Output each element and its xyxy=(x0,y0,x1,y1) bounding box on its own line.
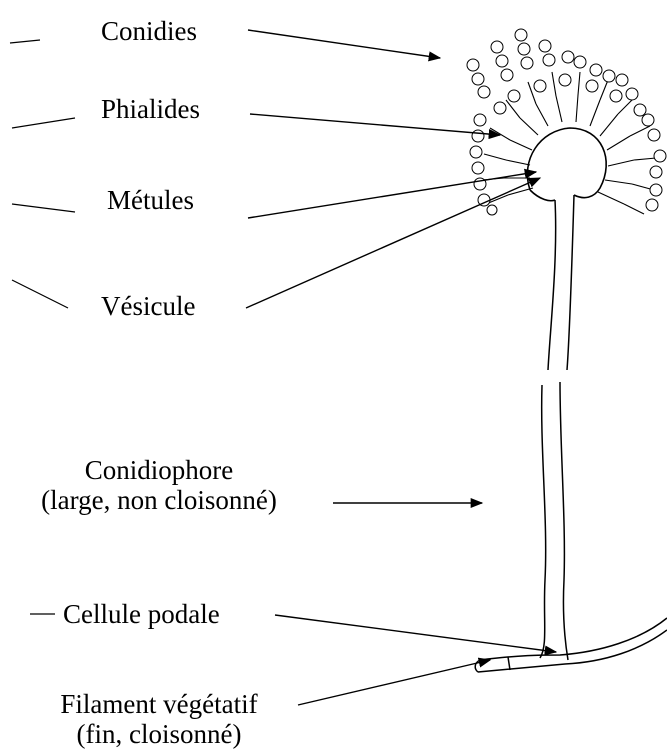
label-cellule-podale: Cellule podale xyxy=(63,600,220,630)
callout-arrows xyxy=(246,30,556,705)
label-conidiophore-name: Conidiophore xyxy=(14,456,304,486)
vesicle xyxy=(527,128,606,201)
label-vesicule: Vésicule xyxy=(101,292,195,322)
arrow-vesicule xyxy=(246,178,540,308)
label-filament: Filament végétatif (fin, cloisonné) xyxy=(34,690,284,749)
margin-strokes xyxy=(10,40,75,614)
label-conidiophore-desc: (large, non cloisonné) xyxy=(14,486,304,516)
conidiophore xyxy=(540,195,574,660)
label-conidies: Conidies xyxy=(101,17,197,47)
arrow-cellule-podale xyxy=(275,615,556,652)
arrow-conidies xyxy=(248,30,440,58)
arrow-filament xyxy=(298,660,490,705)
label-phialides: Phialides xyxy=(101,95,200,125)
label-metules: Métules xyxy=(107,186,194,216)
arrow-phialides xyxy=(250,114,500,135)
conidia xyxy=(467,29,666,215)
label-filament-desc: (fin, cloisonné) xyxy=(34,720,284,750)
label-filament-name: Filament végétatif xyxy=(34,690,284,720)
label-conidiophore: Conidiophore (large, non cloisonné) xyxy=(14,456,304,515)
